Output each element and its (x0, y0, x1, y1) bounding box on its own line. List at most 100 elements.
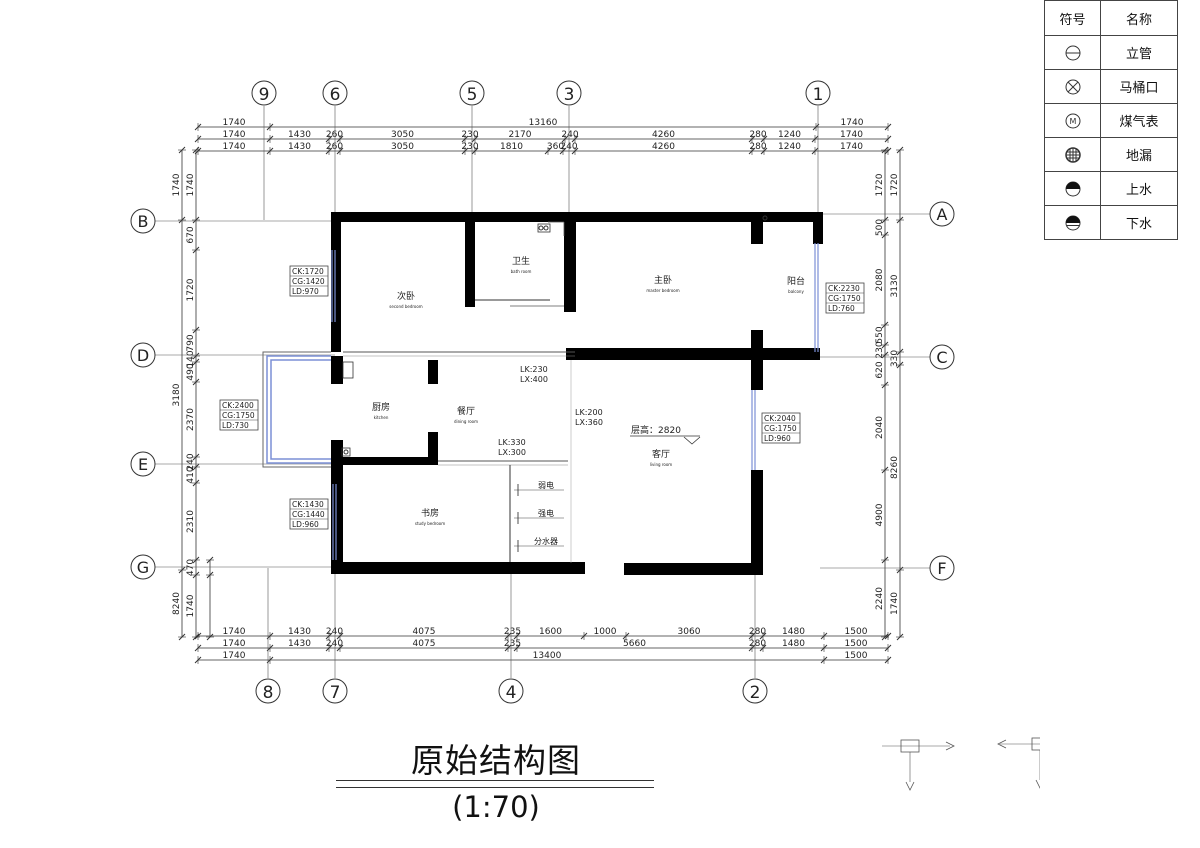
room-english: second bedroom (389, 304, 423, 309)
legend-row: 上水 (1044, 171, 1178, 206)
drawing-scale: (1:70) (452, 790, 540, 824)
bath-fixture (538, 225, 544, 231)
opening-lk: LK:230 (520, 365, 548, 374)
dimension-label-bottom: 1430 (288, 627, 311, 637)
svg-text:M: M (1069, 117, 1076, 126)
axis-bubble (251, 80, 277, 106)
kitchen-fixture (343, 449, 349, 455)
dimension-label-right: 2080 (875, 268, 885, 291)
dimension-label-bottom: 240 (326, 639, 343, 649)
opening-lx: LX:400 (520, 375, 548, 384)
dimension-label-right: 1720 (875, 173, 885, 196)
dimension-label-right: 3130 (890, 274, 900, 297)
axis-bubble (929, 344, 955, 370)
dimension-label-top: 4260 (652, 130, 675, 140)
dimension-label-bottom: 5660 (623, 639, 646, 649)
dimension-label-top: 240 (561, 130, 578, 140)
room-name: 阳台 (787, 275, 805, 287)
wall (564, 212, 576, 312)
dimension-label-top: 3050 (391, 130, 414, 140)
axis-bubble (929, 555, 955, 581)
dimension-label-right: 550 (875, 326, 885, 343)
wall (624, 563, 763, 575)
axis-label: 8 (263, 683, 274, 703)
room-name: 客厅 (652, 448, 670, 460)
wall (751, 330, 763, 360)
dimension-label-left: 2310 (186, 510, 196, 533)
title-underline (336, 787, 654, 788)
axis-bubble (556, 80, 582, 106)
window-spec-cg: CG:1750 (764, 424, 797, 433)
dimension-label-right: 500 (875, 219, 885, 236)
dimension-label-top: 230 (461, 130, 478, 140)
window-spec-ck: CK:2040 (764, 414, 796, 423)
axis-bubble (322, 80, 348, 106)
axis-bubble (805, 80, 831, 106)
window-spec-cg: CG:1420 (292, 277, 325, 286)
legend-name: 立管 (1100, 35, 1178, 70)
toilet-outlet-icon (1065, 79, 1080, 94)
dimension-label-right: 4900 (875, 503, 885, 526)
dimension-label-top: 260 (326, 142, 343, 152)
title-underline (336, 780, 654, 781)
dimension-label-bottom: 1480 (782, 627, 805, 637)
dimension-label-bottom: 240 (326, 627, 343, 637)
bath-fixture (543, 225, 549, 231)
axis-label: 5 (467, 85, 478, 105)
axis-label: G (137, 558, 149, 577)
axis-label: C (936, 348, 947, 367)
dimension-label-bottom: 1500 (845, 651, 868, 661)
dimension-label-bottom: 3060 (678, 627, 701, 637)
dimension-label-top: 2170 (509, 130, 532, 140)
room-english: bath room (511, 269, 532, 274)
dimension-label-left: 1720 (186, 278, 196, 301)
window-spec-cg: CG:1440 (292, 510, 325, 519)
window-spec-ld: LD:760 (828, 304, 855, 313)
dimension-label-left: 410 (186, 466, 196, 483)
dimension-label-top: 230 (461, 142, 478, 152)
axis-bubble (130, 208, 156, 234)
room-english: dining room (454, 419, 478, 424)
dimension-label-top: 1740 (223, 130, 246, 140)
legend-name: 马桶口 (1100, 69, 1178, 104)
dimension-label-left: 2370 (186, 408, 196, 431)
dimension-label-left: 1740 (186, 594, 196, 617)
window-spec-box (825, 282, 865, 314)
legend-header-symbol: 符号 (1044, 0, 1101, 36)
dimension-label-top: 360 (547, 142, 564, 152)
room-name: 主卧 (654, 274, 672, 286)
wall (342, 457, 438, 465)
dimension-label-top: 1740 (223, 118, 246, 128)
bay-window (262, 351, 331, 468)
dimension-label-left: 140 (186, 350, 196, 367)
window-spec-ld: LD:960 (292, 520, 319, 529)
axis-bubble (130, 554, 156, 580)
window-spec-ck: CK:1430 (292, 500, 324, 509)
wall (428, 360, 438, 384)
wall (751, 360, 763, 390)
bay-window (266, 355, 331, 464)
wall (465, 212, 475, 307)
window-spec-cg: CG:1750 (222, 411, 255, 420)
axis-label: 9 (259, 85, 270, 105)
legend-row: 立管 (1044, 35, 1178, 70)
wall (331, 212, 341, 352)
axis-bubble (255, 678, 281, 704)
room-english: balcony (788, 289, 804, 294)
dimension-label-bottom: 1000 (594, 627, 617, 637)
room-english: kitchen (374, 415, 389, 420)
dimension-label-bottom: 1740 (223, 651, 246, 661)
legend-row: M 煤气表 (1044, 103, 1178, 138)
dimension-label-right: 330 (890, 350, 900, 367)
dimension-label-right: 2040 (875, 416, 885, 439)
dimension-label-right: 1740 (871, 0, 894, 3)
floor-drain-icon (1064, 146, 1081, 163)
riser-pipe-icon (1065, 45, 1080, 60)
window-spec-ck: CK:1720 (292, 267, 324, 276)
legend-row: 地漏 (1044, 137, 1178, 172)
room-name: 厨房 (372, 401, 390, 413)
dimension-label-bottom: 1430 (288, 639, 311, 649)
legend-name: 下水 (1100, 205, 1178, 240)
dimension-label-top: 13160 (529, 118, 558, 128)
room-english: living room (650, 462, 672, 467)
